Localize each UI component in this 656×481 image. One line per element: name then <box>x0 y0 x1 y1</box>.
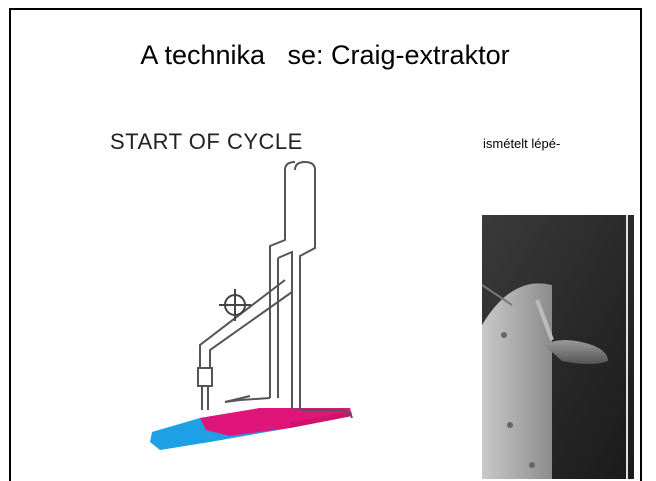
extractor-diagram <box>140 160 380 460</box>
side-note: ismételt lépé- <box>483 136 560 151</box>
slide-frame-left <box>9 8 11 481</box>
extractor-photo-image <box>482 215 634 479</box>
extractor-photo <box>482 215 634 479</box>
extractor-rod <box>198 162 352 418</box>
photo-edge <box>626 215 628 479</box>
tissue-wedge <box>150 408 352 450</box>
crosshair-icon <box>219 289 251 321</box>
diagram-caption: START OF CYCLE <box>110 129 303 155</box>
slide-title: A technika se: Craig-extraktor <box>0 40 650 71</box>
slide-frame-right <box>640 8 642 481</box>
slide-frame-top <box>9 8 641 10</box>
